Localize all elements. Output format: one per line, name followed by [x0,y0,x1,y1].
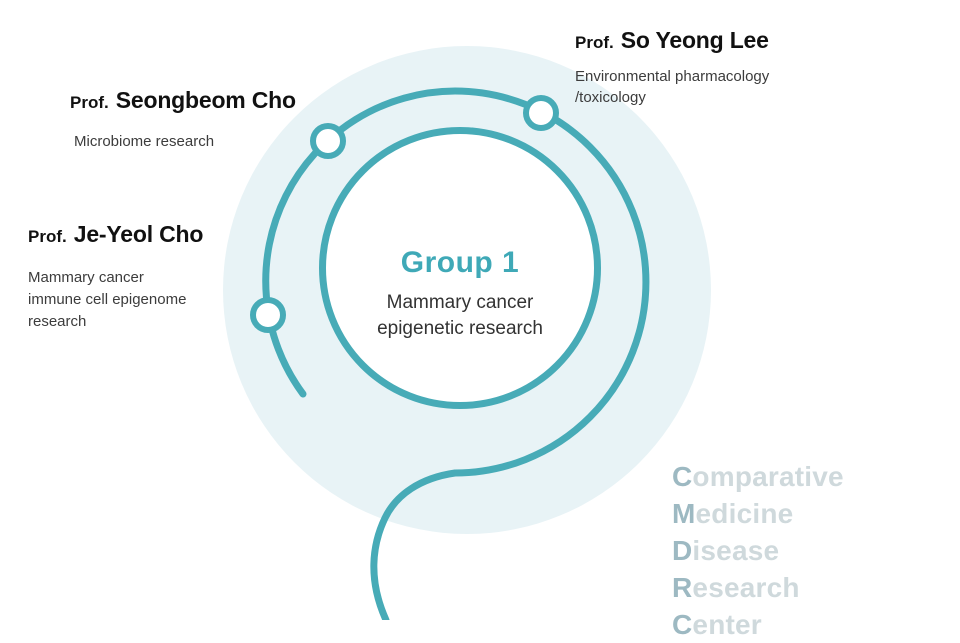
prof-description: Microbiome research [74,133,215,150]
prof-name: So Yeong Lee [620,27,769,53]
group-subtitle: Mammary cancer epigenetic research [377,292,543,339]
center-name-watermark: Comparative Medicine Disease Research Ce… [672,458,960,643]
watermark-text: enter [692,609,762,640]
spiral-path [262,87,650,620]
group-circle: Group 1 Mammary cancer epigenetic resear… [319,127,601,409]
watermark-text: C [672,461,693,492]
watermark-text: omparative [692,461,844,492]
watermark-text: D [672,535,693,566]
watermark-line-1: Comparative Medicine [672,458,960,532]
label-prof-seongbeom-cho: Prof. Seongbeom Cho Microbiome research [70,87,296,152]
label-prof-so-yeong-lee: Prof. So Yeong Lee Environmental pharmac… [575,27,769,108]
prof-heading: Prof. Je-Yeol Cho [28,221,203,248]
prof-heading: Prof. So Yeong Lee [575,27,769,54]
group-title: Group 1 [400,246,520,279]
watermark-line-2: Disease [672,532,960,569]
node-prof-so-yeong-lee [523,95,559,131]
prof-prefix: Prof. [70,93,109,112]
label-prof-je-yeol-cho: Prof. Je-Yeol Cho Mammary cancer immune … [28,221,203,333]
prof-name: Je-Yeol Cho [73,221,204,247]
node-prof-seongbeom-cho [310,123,346,159]
prof-description: Mammary cancer immune cell epigenome res… [28,269,187,330]
watermark-text: R [672,572,693,603]
prof-prefix: Prof. [28,227,67,246]
prof-prefix: Prof. [575,33,614,52]
watermark-text: isease [692,535,780,566]
watermark-line-4: Center [672,606,960,643]
watermark-text: M [672,498,696,529]
prof-description: Environmental pharmacology /toxicology [575,68,770,106]
spiral-graphic [250,87,650,620]
node-prof-je-yeol-cho [250,297,286,333]
watermark-text: esearch [692,572,800,603]
watermark-text: C [672,609,693,640]
prof-heading: Prof. Seongbeom Cho [70,87,296,114]
prof-name: Seongbeom Cho [115,87,296,113]
watermark-line-3: Research [672,569,960,606]
watermark-text: edicine [695,498,794,529]
